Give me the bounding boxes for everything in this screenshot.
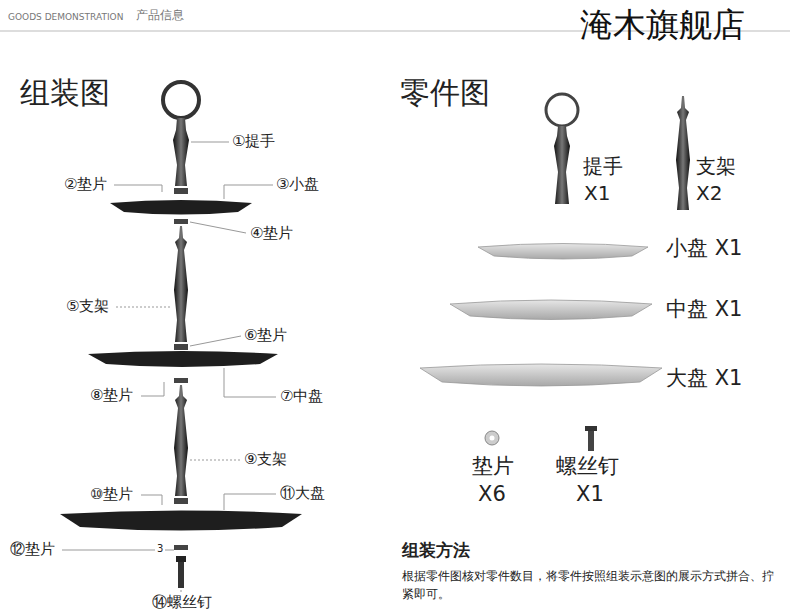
callout-label: ⑧垫片 bbox=[90, 387, 133, 404]
part-name: 中盘 X1 bbox=[666, 297, 742, 321]
part-count: X1 bbox=[576, 482, 604, 506]
section-heading: 零件图 bbox=[400, 76, 490, 111]
callout-label: ⑤支架 bbox=[66, 298, 109, 315]
callout-label: ①提手 bbox=[232, 133, 275, 150]
callout-label: ⑭螺丝钉 bbox=[152, 594, 212, 611]
part-name: 螺丝钉 bbox=[556, 454, 619, 478]
part-name: 提手 bbox=[583, 155, 623, 178]
callout-label: ⑪大盘 bbox=[280, 485, 325, 502]
part-count: X6 bbox=[478, 482, 506, 506]
part-name: 小盘 X1 bbox=[666, 236, 742, 260]
header-text: 产品信息 bbox=[136, 9, 184, 23]
part-count: X1 bbox=[584, 182, 610, 205]
callout-label: ⑨支架 bbox=[244, 451, 287, 468]
callout-label: ④垫片 bbox=[250, 225, 293, 242]
callout-label: ③小盘 bbox=[276, 176, 319, 193]
callout-label: ⑦中盘 bbox=[280, 388, 323, 405]
store-name: 淹木旗舰店 bbox=[580, 6, 745, 44]
part-name: 大盘 X1 bbox=[666, 366, 742, 390]
part-name: 垫片 bbox=[472, 454, 514, 478]
callout-label: ⑫垫片 bbox=[10, 541, 55, 558]
part-count: X2 bbox=[696, 182, 722, 205]
part-name: 支架 bbox=[696, 155, 736, 178]
instruction-heading: 组装方法 bbox=[402, 541, 470, 561]
instruction-text: 根据零件图核对零件数目，将零件按照组装示意图的展示方式拼合、拧紧即可。 bbox=[402, 567, 774, 604]
callout-label: ⑩垫片 bbox=[90, 486, 133, 503]
callout-label: ⑥垫片 bbox=[244, 327, 287, 344]
section-heading: 组装图 bbox=[20, 76, 110, 111]
callout-label: ②垫片 bbox=[64, 176, 107, 193]
callout-number: 3 bbox=[155, 543, 165, 555]
header-text: GOODS DEMONSTRATION bbox=[8, 12, 123, 22]
